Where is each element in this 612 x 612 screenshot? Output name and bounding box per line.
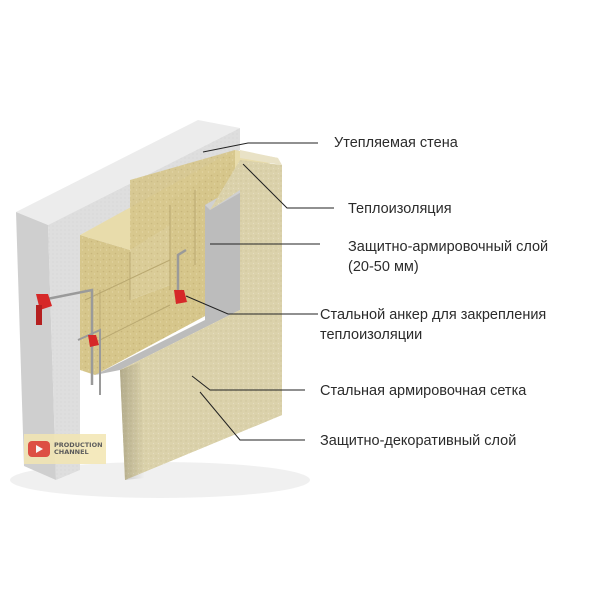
steel-anchor-left [36,288,94,385]
reinforcing-layer [95,185,240,375]
wall-side-face [16,212,56,480]
leader-anchor [185,295,318,315]
insulation-front [80,160,235,375]
ground-shadow [10,462,310,498]
leader-insulation [242,163,334,209]
label-wall: Утепляемая стена [334,135,458,151]
insulation-upper-block [130,150,235,300]
watermark-text: PRODUCTION CHANNEL [54,441,103,456]
leader-wall [202,142,318,153]
steel-anchor-middle [77,328,101,395]
label-steel-anchor: Стальной анкер для закрепления теплоизол… [320,307,547,343]
decorative-layer-top [240,150,282,165]
insulation-seam [84,259,171,301]
label-insulation: Теплоизоляция [348,201,452,217]
leader-mesh [191,375,305,391]
wall-top-face [16,120,240,225]
steel-anchor-right [174,248,187,304]
leader-lines [185,142,334,441]
decorative-layer-lower [120,300,282,480]
insulation-seam [89,304,171,346]
label-steel-mesh: Стальная армировочная сетка [320,383,527,399]
decorative-layer-shade [120,362,145,480]
wall-front-face [48,128,240,480]
label-protective-reinforcing-layer: Защитно-армировочный слой (20-50 мм) [348,239,549,275]
leader-decorative [199,391,305,441]
play-icon [28,441,50,457]
watermark-logo: PRODUCTION CHANNEL [24,434,106,464]
label-decorative-layer: Защитно-декоративный слой [320,433,517,449]
